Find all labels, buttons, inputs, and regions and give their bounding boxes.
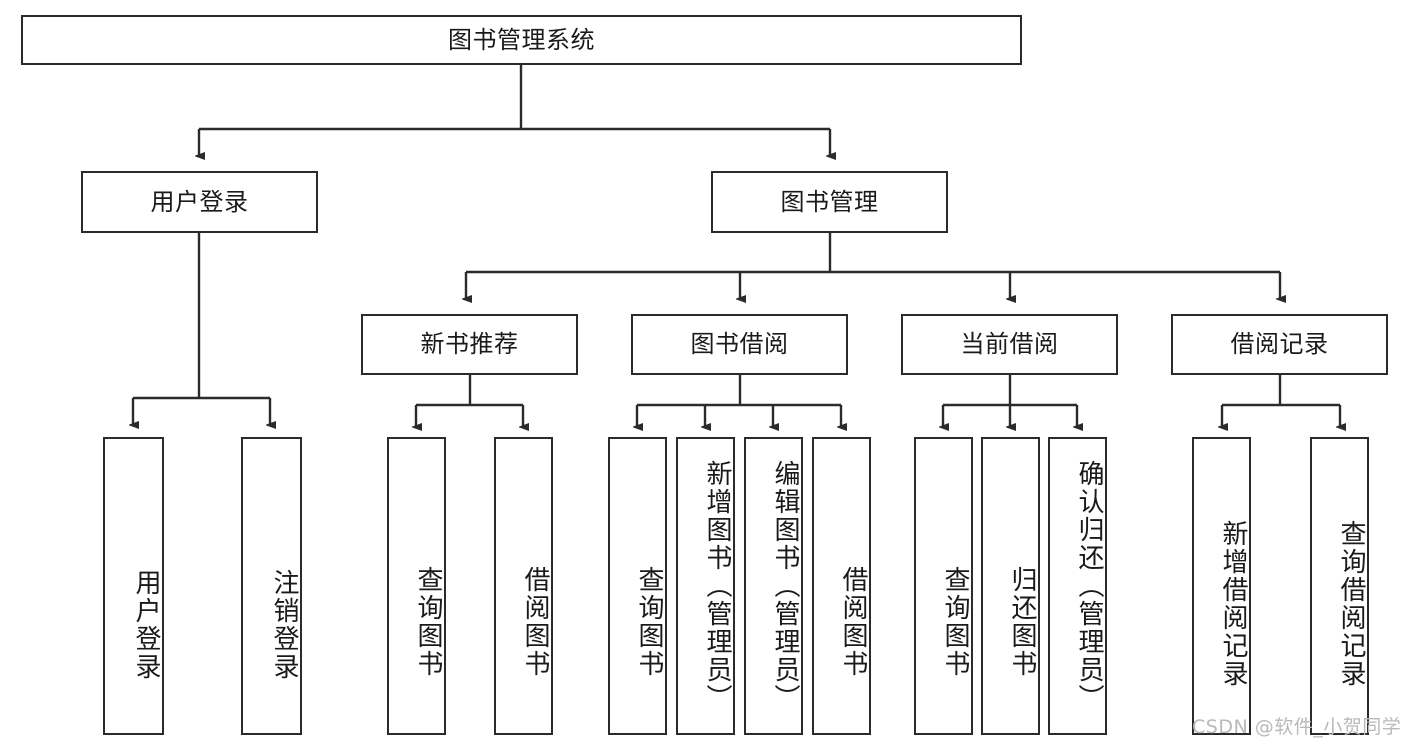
leaf-query-book-borrow[interactable]: 查询图书 — [608, 437, 667, 735]
node-label: 用户登录 — [150, 187, 249, 216]
node-label: 图书管理 — [780, 187, 879, 216]
node-label: 查询借阅记录 — [1336, 520, 1366, 688]
node-label: 注销登录 — [269, 569, 299, 681]
node-label: 编辑图书（管理员） — [770, 460, 800, 712]
node-label: 归还图书 — [1007, 566, 1037, 678]
node-label: 确认归还（管理员） — [1074, 460, 1104, 712]
leaf-borrow-book[interactable]: 借阅图书 — [812, 437, 871, 735]
watermark: CSDN @软件_小贺同学 — [1192, 716, 1402, 738]
node-label: 查询图书 — [634, 566, 664, 678]
node-label: 新增图书（管理员） — [702, 460, 732, 712]
node-label: 借阅图书 — [520, 566, 550, 678]
leaf-edit-book-admin[interactable]: 编辑图书（管理员） — [744, 437, 803, 735]
node-label: 查询图书 — [940, 566, 970, 678]
node-new-book-recommend[interactable]: 新书推荐 — [361, 314, 578, 375]
node-label: 新增借阅记录 — [1218, 520, 1248, 688]
node-book-borrow[interactable]: 图书借阅 — [631, 314, 848, 375]
node-borrow-record[interactable]: 借阅记录 — [1171, 314, 1388, 375]
node-current-borrow[interactable]: 当前借阅 — [901, 314, 1118, 375]
node-root-book-management-system[interactable]: 图书管理系统 — [21, 15, 1022, 65]
leaf-query-book-recommend[interactable]: 查询图书 — [387, 437, 446, 735]
node-label: 新书推荐 — [420, 330, 519, 359]
leaf-confirm-return-admin[interactable]: 确认归还（管理员） — [1048, 437, 1107, 735]
node-book-management[interactable]: 图书管理 — [711, 171, 948, 233]
leaf-logout-login[interactable]: 注销登录 — [241, 437, 302, 735]
leaf-add-book-admin[interactable]: 新增图书（管理员） — [676, 437, 735, 735]
node-label: 图书借阅 — [690, 330, 789, 359]
leaf-query-borrow-record[interactable]: 查询借阅记录 — [1310, 437, 1369, 735]
node-label: 当前借阅 — [960, 330, 1059, 359]
node-label: 查询图书 — [413, 566, 443, 678]
leaf-return-book[interactable]: 归还图书 — [981, 437, 1040, 735]
leaf-add-borrow-record[interactable]: 新增借阅记录 — [1192, 437, 1251, 735]
node-user-login[interactable]: 用户登录 — [81, 171, 318, 233]
node-label: 借阅记录 — [1230, 330, 1329, 359]
leaf-query-book-current[interactable]: 查询图书 — [914, 437, 973, 735]
node-label: 用户登录 — [131, 569, 161, 681]
leaf-borrow-book-recommend[interactable]: 借阅图书 — [494, 437, 553, 735]
node-label: 图书管理系统 — [448, 25, 595, 54]
leaf-user-login[interactable]: 用户登录 — [103, 437, 164, 735]
node-label: 借阅图书 — [838, 566, 868, 678]
